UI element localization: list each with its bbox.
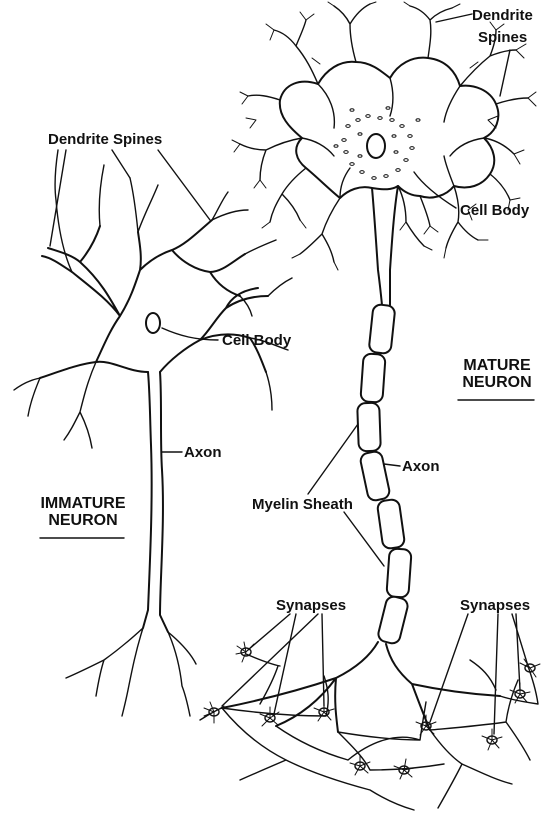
mature-axon-hillock (372, 186, 398, 305)
title-immature-line2: NEURON (28, 513, 138, 530)
mature-neuron (200, 2, 540, 810)
label-immature-cell-body: Cell Body (222, 333, 291, 348)
immature-dendrites-top (55, 150, 292, 410)
synapse-rays (204, 642, 540, 779)
immature-nucleus (146, 313, 160, 333)
label-immature-dendrite-spines: Dendrite Spines (48, 132, 162, 147)
label-synapses-left: Synapses (276, 598, 346, 613)
mature-terminal-network (200, 654, 538, 810)
mature-lobe-lines (302, 78, 484, 198)
title-mature-line2: NEURON (456, 375, 538, 392)
title-mature-neuron: MATURE NEURON (456, 358, 538, 392)
label-myelin-sheath: Myelin Sheath (252, 497, 353, 512)
title-mature-line1: MATURE (456, 358, 538, 375)
label-synapses-right: Synapses (460, 598, 530, 613)
mature-axon-terminals (222, 642, 500, 732)
label-mature-dendrite-line1: Dendrite (472, 8, 533, 23)
label-immature-axon: Axon (184, 445, 222, 460)
immature-neuron (14, 150, 292, 716)
title-immature-neuron: IMMATURE NEURON (28, 496, 138, 530)
mature-nucleus (367, 134, 385, 158)
title-immature-line1: IMMATURE (28, 496, 138, 513)
label-mature-cell-body: Cell Body (460, 203, 529, 218)
label-mature-dendrite-line2: Spines (478, 30, 527, 45)
immature-axon-terminals (66, 628, 196, 716)
synapse-knobs (209, 648, 535, 774)
immature-soma-outline (143, 372, 168, 632)
mature-organelles (334, 107, 420, 180)
immature-cell-body (40, 220, 268, 378)
label-mature-axon: Axon (402, 459, 440, 474)
